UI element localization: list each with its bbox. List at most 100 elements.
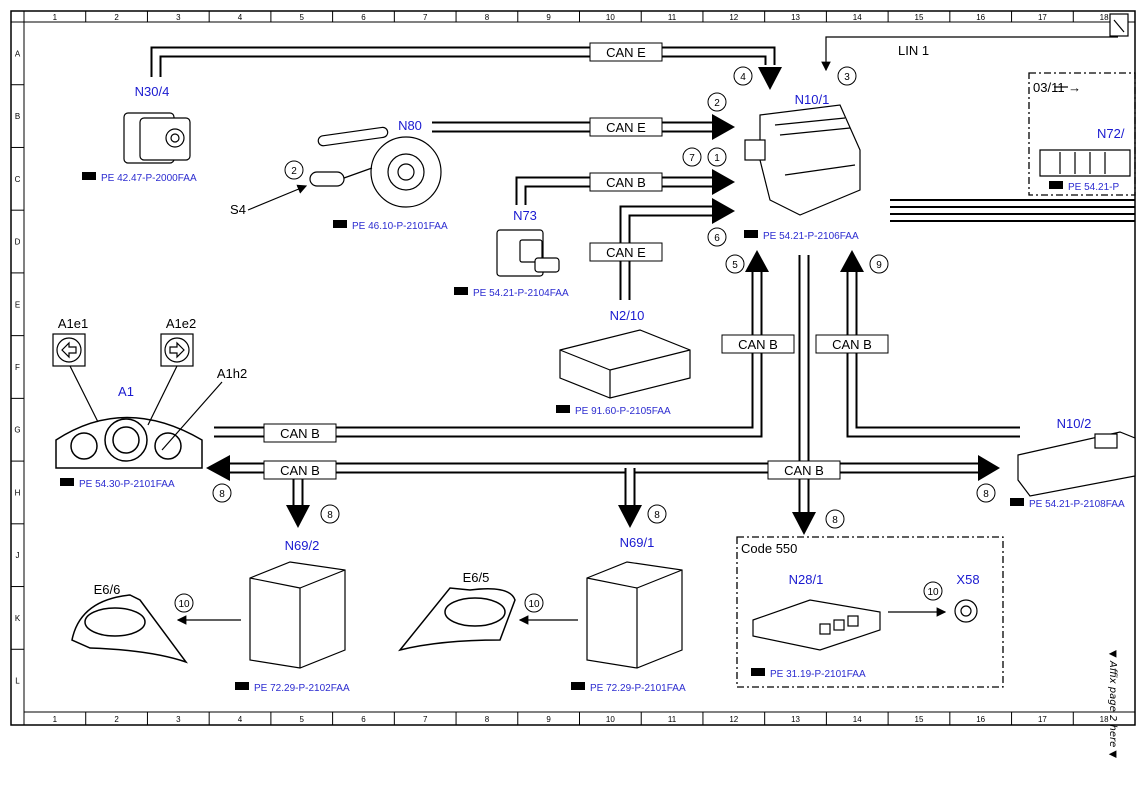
n73-label: N73 xyxy=(513,208,537,223)
column-number: 9 xyxy=(546,715,551,724)
row-letter: H xyxy=(15,488,21,497)
callout-8: 8 xyxy=(983,489,989,500)
can-e-label: CAN E xyxy=(606,45,646,60)
x58-label: X58 xyxy=(956,572,979,587)
a1-label: A1 xyxy=(118,384,134,399)
n69-1-drawing xyxy=(586,561,683,669)
row-letter: L xyxy=(15,677,20,686)
column-number: 16 xyxy=(976,13,985,22)
svg-text:PE 54.21-P-2108FAA: PE 54.21-P-2108FAA xyxy=(1029,499,1125,510)
column-number: 7 xyxy=(423,13,428,22)
can-b-label: CAN B xyxy=(280,463,320,478)
column-number: 6 xyxy=(361,715,366,724)
reference-link-n30-4[interactable]: PE 42.47-P-2000FAA xyxy=(82,172,197,184)
lin-1-label: LIN 1 xyxy=(898,43,929,58)
corner-connector-drawing xyxy=(1109,13,1129,37)
svg-text:PE 31.19-P-2101FAA: PE 31.19-P-2101FAA xyxy=(770,669,866,680)
reference-link-n69-1[interactable]: PE 72.29-P-2101FAA xyxy=(571,682,686,694)
n10-2-label: N10/2 xyxy=(1057,416,1092,431)
e6-6-label: E6/6 xyxy=(94,582,121,597)
insets xyxy=(736,72,1136,688)
row-letter: C xyxy=(15,175,21,184)
column-number: 6 xyxy=(361,13,366,22)
e6-5-drawing xyxy=(398,587,516,652)
callout-2: 2 xyxy=(291,166,297,177)
column-number: 18 xyxy=(1100,13,1109,22)
can-b-label: CAN B xyxy=(280,426,320,441)
column-number: 16 xyxy=(976,715,985,724)
reference-link-n2-10[interactable]: PE 91.60-P-2105FAA xyxy=(556,405,671,417)
callout-4: 4 xyxy=(740,72,746,83)
e6-6-drawing xyxy=(71,594,189,664)
row-letter: F xyxy=(15,363,20,372)
n72-drawing xyxy=(1039,149,1131,177)
svg-text:PE 42.47-P-2000FAA: PE 42.47-P-2000FAA xyxy=(101,173,197,184)
a1e1-drawing xyxy=(52,333,99,423)
n30-4-label: N30/4 xyxy=(135,84,170,99)
svg-text:PE 54.21-P: PE 54.21-P xyxy=(1068,182,1119,193)
callout-8: 8 xyxy=(327,510,333,521)
column-number: 3 xyxy=(176,13,181,22)
callout-6: 6 xyxy=(714,233,720,244)
reference-link-n72[interactable]: PE 54.21-P xyxy=(1049,181,1119,193)
n2-10-label: N2/10 xyxy=(610,308,645,323)
row-letter: D xyxy=(15,238,21,247)
can-b-label: CAN B xyxy=(738,337,778,352)
can-e-label: CAN E xyxy=(606,120,646,135)
reference-link-n73[interactable]: PE 54.21-P-2104FAA xyxy=(454,287,569,299)
bus-arrowheads xyxy=(206,67,1000,535)
callout-2: 2 xyxy=(714,98,720,109)
reference-link-n10-1[interactable]: PE 54.21-P-2106FAA xyxy=(744,230,859,242)
column-number: 1 xyxy=(53,715,58,724)
column-number: 2 xyxy=(114,13,119,22)
n73-drawing xyxy=(496,229,560,277)
row-letter: B xyxy=(15,112,20,121)
column-number: 7 xyxy=(423,715,428,724)
reference-link-n69-2[interactable]: PE 72.29-P-2102FAA xyxy=(235,682,350,694)
reference-links: PE 42.47-P-2000FAA PE 46.10-P-2101FAA PE… xyxy=(60,172,1125,694)
n28-1-drawing xyxy=(752,599,881,651)
column-number: 4 xyxy=(238,715,243,724)
a1e2-drawing xyxy=(147,333,223,451)
svg-text:PE 72.29-P-2102FAA: PE 72.29-P-2102FAA xyxy=(254,683,350,694)
callout-9: 9 xyxy=(876,260,882,271)
reference-link-n28-1[interactable]: PE 31.19-P-2101FAA xyxy=(751,668,866,680)
row-letter: E xyxy=(15,300,20,309)
a1e2-label: A1e2 xyxy=(166,316,196,331)
column-number: 11 xyxy=(668,13,677,22)
row-letter: J xyxy=(16,551,20,560)
can-b-label: CAN B xyxy=(784,463,824,478)
s4-label: S4 xyxy=(230,202,246,217)
column-number: 5 xyxy=(300,13,305,22)
reference-link-n10-2[interactable]: PE 54.21-P-2108FAA xyxy=(1010,498,1125,510)
reference-link-a1[interactable]: PE 54.30-P-2101FAA xyxy=(60,478,175,490)
can-b-label: CAN B xyxy=(606,175,646,190)
svg-text:PE 91.60-P-2105FAA: PE 91.60-P-2105FAA xyxy=(575,406,671,417)
column-number: 13 xyxy=(791,715,800,724)
callout-5: 5 xyxy=(732,260,738,271)
can-b-label: CAN B xyxy=(832,337,872,352)
callout-8: 8 xyxy=(219,489,225,500)
column-number: 14 xyxy=(853,13,862,22)
reference-link-n80[interactable]: PE 46.10-P-2101FAA xyxy=(333,220,448,232)
row-letter: K xyxy=(15,614,21,623)
column-number: 2 xyxy=(114,715,119,724)
callout-10: 10 xyxy=(178,599,190,610)
a1h2-label: A1h2 xyxy=(217,366,247,381)
callout-8: 8 xyxy=(832,515,838,526)
column-number: 8 xyxy=(485,13,490,22)
column-number: 15 xyxy=(915,715,924,724)
column-number: 11 xyxy=(668,715,677,724)
callout-10: 10 xyxy=(528,599,540,610)
svg-text:PE 54.21-P-2106FAA: PE 54.21-P-2106FAA xyxy=(763,231,859,242)
n72-label: N72/ xyxy=(1097,126,1125,141)
svg-text:PE 72.29-P-2101FAA: PE 72.29-P-2101FAA xyxy=(590,683,686,694)
svg-text:PE 54.21-P-2104FAA: PE 54.21-P-2104FAA xyxy=(473,288,569,299)
column-number: 4 xyxy=(238,13,243,22)
column-number: 12 xyxy=(729,13,738,22)
